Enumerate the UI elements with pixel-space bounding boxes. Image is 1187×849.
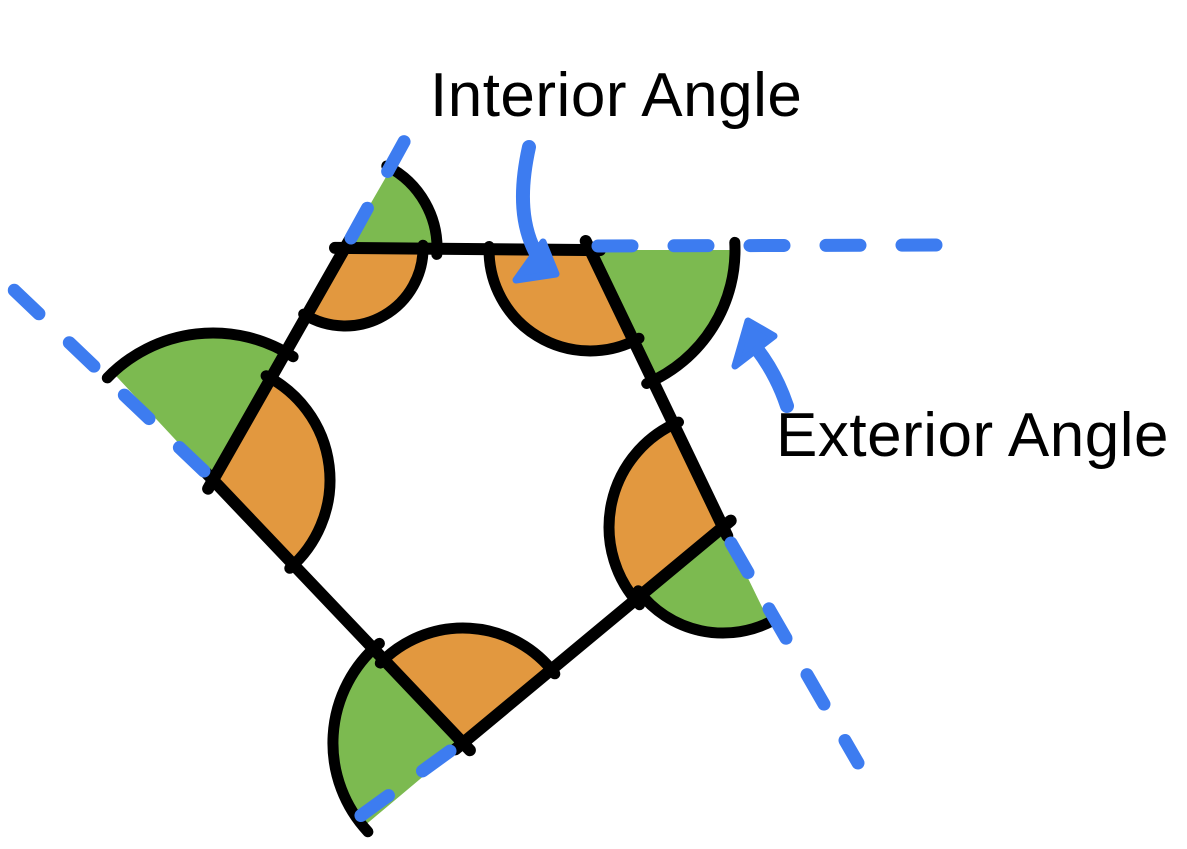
interior-angle-label: Interior Angle (430, 61, 802, 130)
extension-dashed-line-bottom-left-extension (334, 744, 457, 837)
exterior-angle-arrow-shaft (750, 342, 794, 413)
interior-angle-arc-left (260, 370, 336, 574)
interior-angle-arrow-head (512, 238, 560, 284)
interior-angle-wedge-right (612, 428, 723, 598)
interior-angle-wedge-left (213, 382, 327, 562)
interior-angle-wedge-bottom (387, 632, 548, 743)
exterior-angle-wedge-left (115, 337, 285, 480)
pentagon-edge-right-bottom (449, 514, 737, 756)
pentagon-edge-left-top-left (202, 233, 356, 495)
exterior-angle-wedge-bottom (336, 650, 463, 824)
exterior-angle-label: Exterior Angle (776, 401, 1169, 470)
extension-dashed-line-top-left-extension (344, 113, 423, 245)
exterior-angle-wedge-right (644, 527, 768, 630)
exterior-angle-arc-left (101, 327, 299, 384)
interior-angle-arc-bottom (374, 622, 561, 680)
exterior-angle-arrow-head (731, 317, 778, 370)
interior-angle-arc-top-left (298, 239, 429, 332)
pentagon-edge-bottom-left (200, 466, 476, 757)
interior-angle-arc-right (603, 416, 684, 611)
interior-angle-arrow-shaft (515, 140, 545, 264)
exterior-angle-wedge-top-right (590, 250, 731, 377)
pentagon-edge-top-right-right (579, 235, 734, 542)
extension-dashed-line-bottom-right-extension (724, 536, 865, 770)
exterior-angle-arc-top-right (641, 236, 741, 389)
pentagon-edge-top-left-top-right (329, 241, 606, 257)
exterior-angle-arc-bottom (327, 637, 385, 838)
exterior-angle-arc-right (632, 585, 780, 639)
interior-angle-arc-top-right (483, 241, 645, 357)
exterior-angle-arc-top-left (381, 160, 443, 260)
extension-dashed-line-top-right-extension (591, 238, 955, 253)
